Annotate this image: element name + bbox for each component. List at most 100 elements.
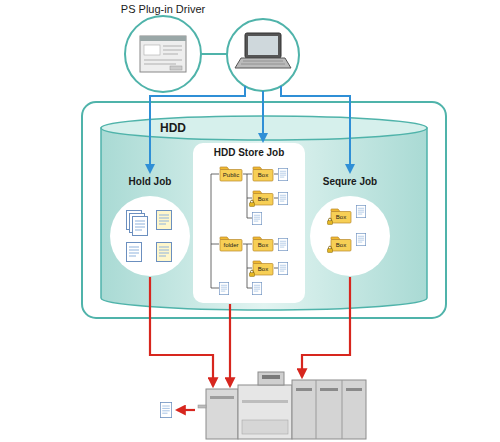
job-circle-outline [305,174,395,280]
document-icon [278,262,287,274]
printer [210,396,234,399]
job-circle: PS Plug-in Driver [113,2,213,96]
laptop-icon [248,36,278,55]
output-sheet [160,402,171,417]
document-icon [219,168,365,294]
folder-tab [331,209,340,212]
send-arrow [281,86,350,172]
printer [206,389,238,439]
folder-tab [331,237,340,240]
folder-tab [253,167,262,170]
lock-icon [249,200,254,206]
node-label: Box [258,242,268,249]
node-label: Hold Job [129,176,172,188]
laptop-icon [241,61,285,64]
folder-icon: Box [330,236,352,252]
printer [320,388,338,391]
folder-tab [220,237,229,240]
node-label: Public [223,172,239,179]
printer [296,388,312,391]
document-icon [278,192,287,204]
driver-window [144,45,160,55]
printer [262,375,280,379]
printer [346,388,362,391]
enclosure-frame [82,102,446,318]
folder-body [253,170,273,182]
cylinder-body [101,128,427,310]
folder-icon: Box [252,236,274,252]
folder-tab [253,237,262,240]
node-label: Sequre Job [323,176,377,188]
lock-icon [327,218,332,224]
folder-icon: Box [252,166,274,182]
driver-window [140,36,186,72]
print-arrow [177,409,195,411]
panel-outline [193,143,305,303]
print-arrow [302,277,350,377]
send-arrow [150,86,350,172]
printer [258,372,284,385]
node-label: Box [336,242,346,249]
printer [198,405,206,408]
folder-icon: Box [252,260,274,276]
document-icon [127,211,142,230]
driver-window [140,36,186,72]
link-bar [201,53,227,55]
folder-tab [253,191,262,194]
job-panel: HDD Store JobPublicBoxBoxfolderBoxBox [193,143,305,303]
printer [198,372,366,439]
laptop-icon [235,58,291,68]
folder-icon: folder [219,236,243,252]
node-label: HDD [160,121,186,135]
job-circle-outline [113,2,213,96]
document-icon [278,238,287,250]
circle-outline [310,196,390,276]
folder-body [253,240,273,252]
tree-line [243,244,252,288]
node-label: Box [336,214,346,221]
laptop-icon [227,19,299,91]
tree-line [274,174,278,268]
laptop-icon [227,19,299,91]
tree-line [211,174,219,288]
printer [238,385,292,439]
document-icon [252,282,261,294]
print-arrow [150,277,213,386]
printer [316,380,342,439]
hdd-cylinder: HDDHold JobHDD Store JobPublicBoxBoxfold… [100,108,428,314]
document-icon [133,217,148,236]
node-label: folder [223,242,238,249]
printer [292,380,366,439]
tree-line [243,174,252,218]
folder-body [220,170,242,182]
print-arrow [229,304,231,386]
folder-body [253,194,273,206]
folder-icon: Box [252,190,274,206]
document-icon [157,211,172,230]
printer [242,400,288,403]
tree-line [211,174,278,288]
print-arrow [150,277,350,410]
printer [242,420,288,434]
folder-icon: Public [219,166,243,182]
job-circle-outline [105,174,195,280]
node-label: PS Plug-in Driver [121,3,205,16]
driver-window [170,66,182,70]
lock-icon [249,270,254,276]
driver-window [144,46,182,64]
job-circle: Sequre JobBoxBox [305,174,395,280]
document-icon [130,214,145,233]
document-icon [278,168,287,180]
lock-icon [249,200,332,276]
lock-icon [327,246,332,252]
cylinder-top [101,116,427,140]
document-icon [127,243,142,262]
document-icon [127,211,172,262]
link-bar [201,54,227,55]
send-arrow [262,91,264,141]
folder-body [331,240,351,252]
circle-outline [110,196,190,276]
laptop-icon [245,33,281,58]
